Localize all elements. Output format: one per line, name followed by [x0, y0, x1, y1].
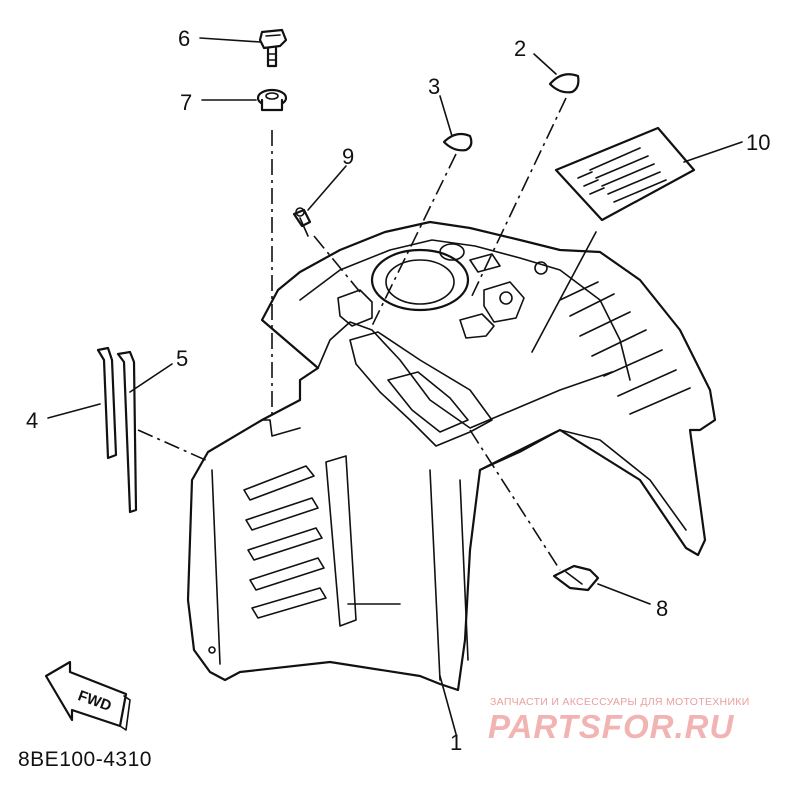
callout-1: 1: [450, 730, 462, 755]
seal-strip-part-5: [116, 350, 138, 514]
label-decal-part-10: [554, 126, 696, 222]
callout-5: 5: [176, 346, 188, 371]
diagram-code: 8BE100-4310: [18, 748, 152, 771]
front-cover-body: [186, 220, 717, 692]
callout-8: 8: [656, 596, 668, 621]
watermark-tagline: ЗАПЧАСТИ И АКСЕССУАРЫ ДЛЯ МОТОТЕХНИКИ: [490, 696, 750, 708]
callout-3: 3: [428, 74, 440, 99]
right-vent-louvres: [559, 281, 691, 415]
rubber-pad-part-3: [442, 132, 473, 152]
seal-strip-part-4: [96, 346, 118, 460]
callout-10: 10: [746, 130, 770, 155]
callout-9: 9: [342, 144, 354, 169]
callout-4: 4: [26, 408, 38, 433]
grommet-part-7: [256, 88, 288, 112]
callout-numbers: 6 7 2 3 9 10 4 5 8 1: [26, 26, 770, 755]
callout-7: 7: [180, 90, 192, 115]
left-vent-louvres: [243, 465, 327, 619]
callout-2: 2: [514, 36, 526, 61]
rubber-pad-part-2: [548, 73, 580, 94]
leader-lines: [47, 37, 743, 735]
callout-6: 6: [178, 26, 190, 51]
fwd-arrow-icon: FWD: [44, 660, 131, 731]
watermark-brand-logo: PARTSFOR.RU: [488, 708, 735, 745]
screw-part-6: [258, 28, 288, 68]
clip-part-8: [552, 564, 600, 592]
pin-clip-part-9: [292, 207, 312, 237]
alignment-lines: [137, 97, 567, 571]
